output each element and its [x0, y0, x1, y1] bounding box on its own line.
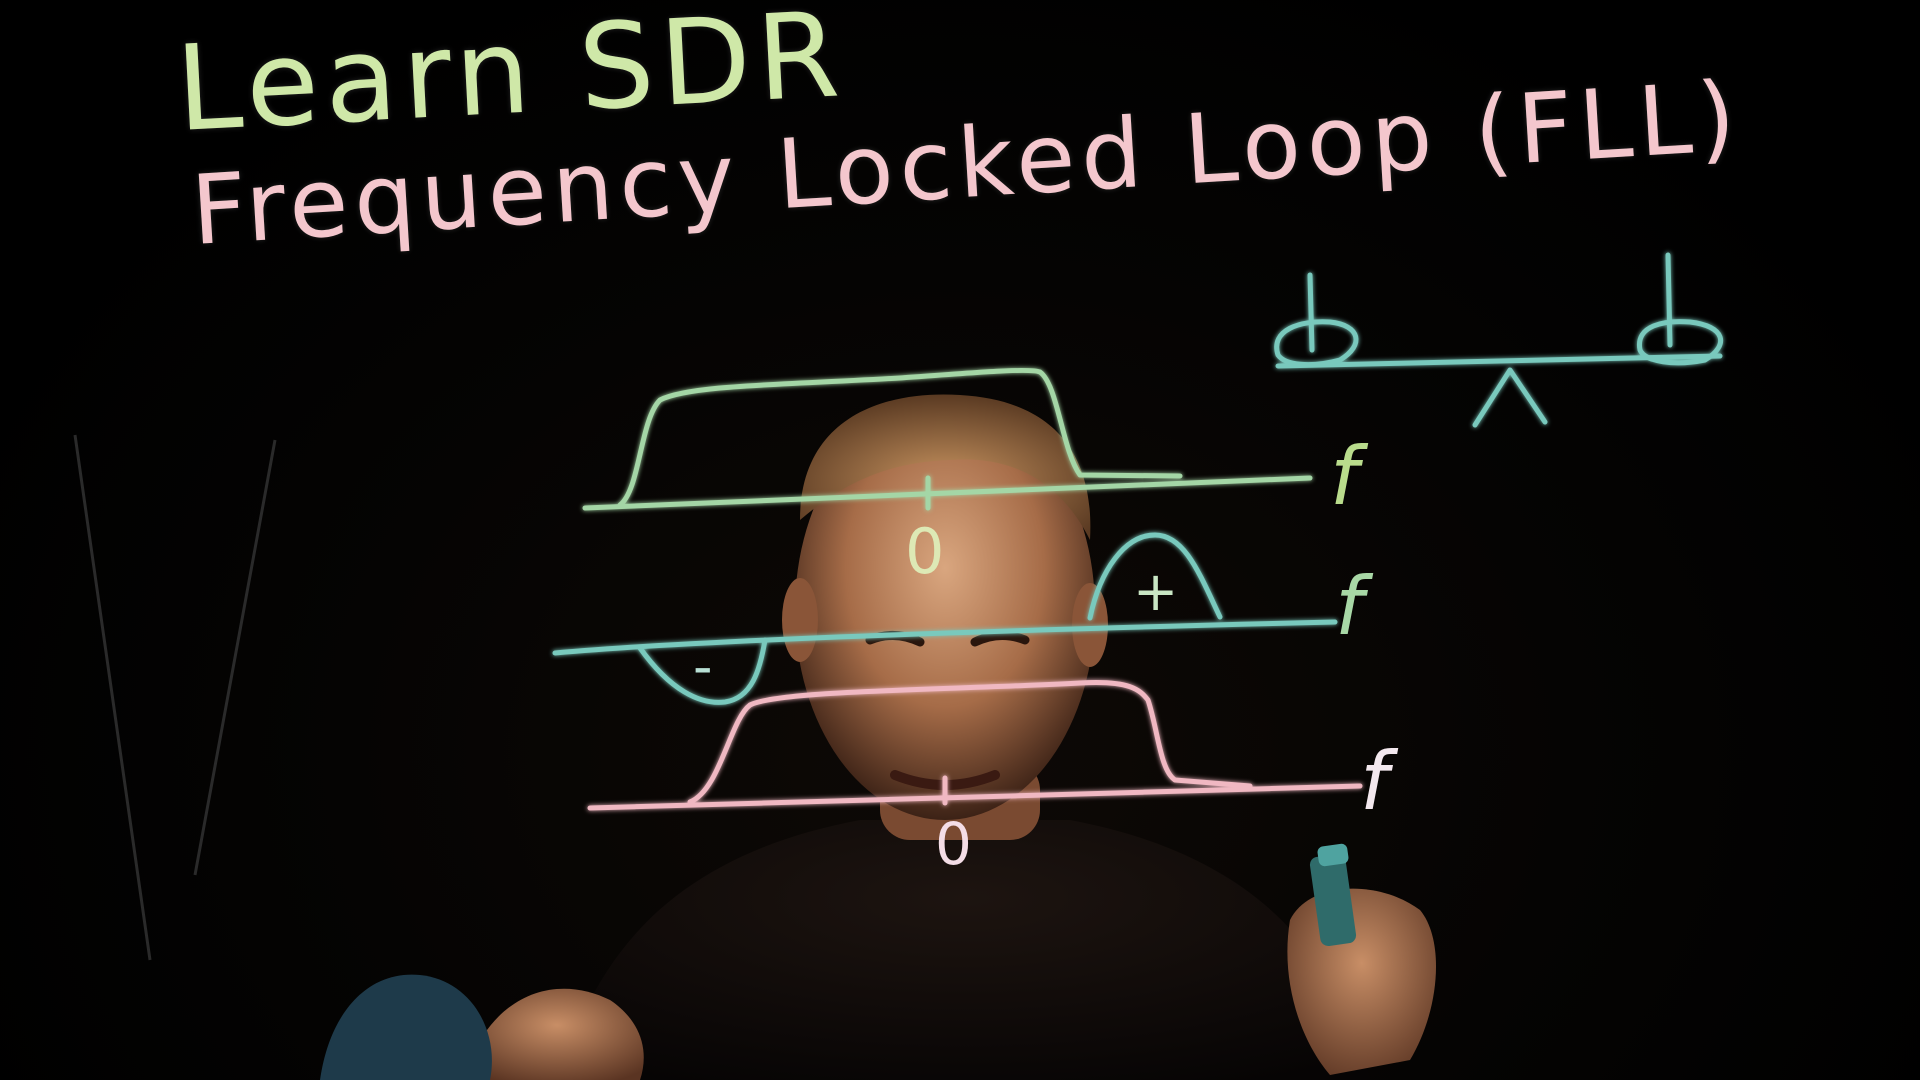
- plus-lobe-label: +: [1133, 560, 1179, 623]
- presenter-hair: [800, 394, 1091, 540]
- plush-toy: [320, 974, 492, 1080]
- balance-fulcrum: [1472, 367, 1548, 428]
- presenter-hand-left: [470, 988, 644, 1080]
- zero-label-bottom: 0: [935, 810, 972, 878]
- error-curve-baseline: [552, 619, 1338, 656]
- error-curve-positive-lobe: [1087, 532, 1223, 621]
- presenter-face: [795, 400, 1095, 820]
- axis-label-middle: f: [1335, 560, 1364, 653]
- axis-label-top: f: [1330, 430, 1359, 523]
- spectrum-top-baseline: [582, 475, 1313, 511]
- spectrum-bottom-envelope: [687, 679, 1253, 805]
- balance-weight-right: [1637, 252, 1724, 366]
- error-curve-negative-lobe: [637, 637, 768, 705]
- presenter-ear-right: [1072, 583, 1108, 667]
- minus-lobe-label: -: [693, 635, 713, 698]
- balance-weight-left: [1274, 272, 1359, 367]
- zero-label-top: 0: [905, 515, 945, 588]
- spectrum-bottom-baseline: [587, 783, 1363, 811]
- stand-reflection: [73, 434, 277, 961]
- marker: [1309, 843, 1357, 947]
- error-curve: [552, 532, 1338, 705]
- presenter: [470, 394, 1437, 1080]
- presenter-shirt: [560, 820, 1370, 1080]
- balance-diagram: [1274, 252, 1724, 428]
- spectrum-top-envelope: [617, 367, 1183, 508]
- presenter-ear-left: [782, 578, 818, 662]
- axis-label-bottom: f: [1360, 735, 1389, 828]
- spectrum-top: [582, 367, 1313, 511]
- spectrum-bottom: [587, 679, 1363, 811]
